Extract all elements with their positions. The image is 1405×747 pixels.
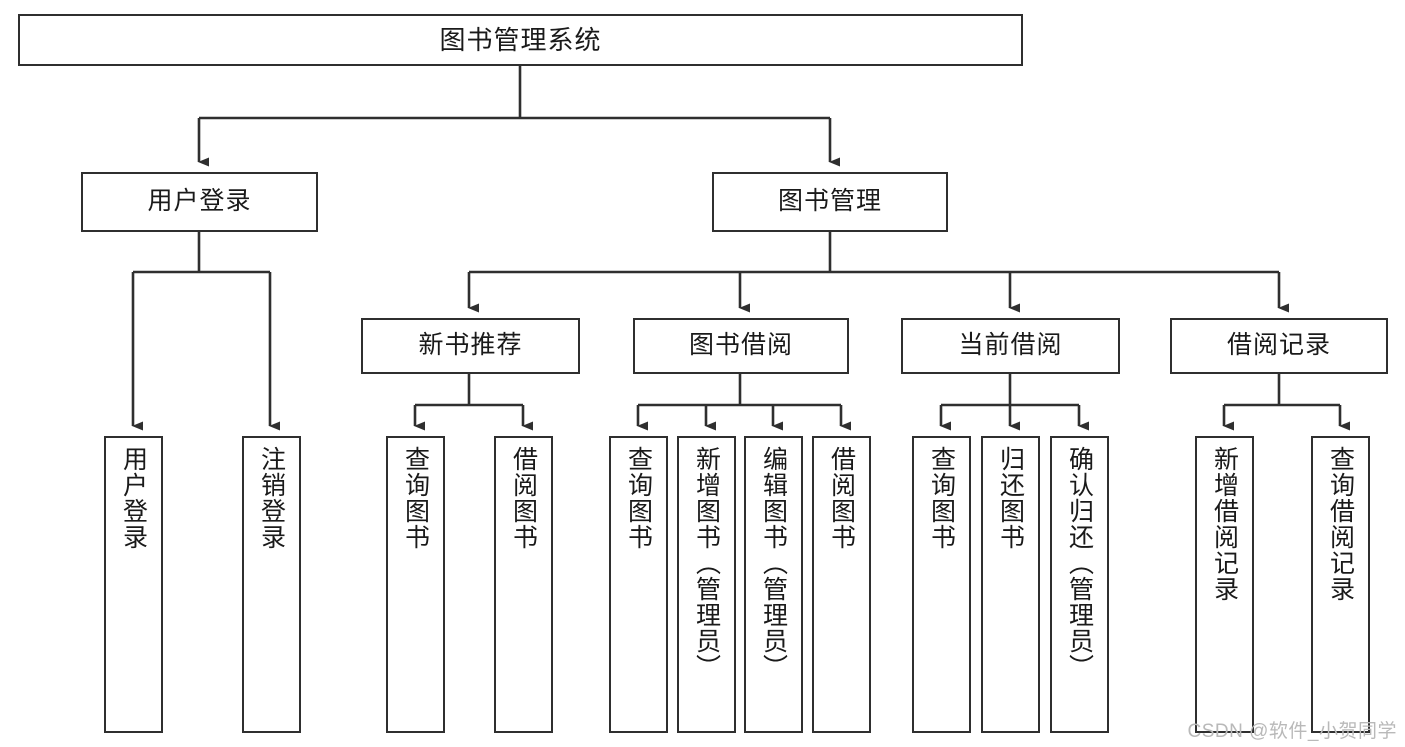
leaf-borrow-edit-book-label: 编辑图书（管理员） — [759, 446, 788, 680]
node-book-borrow[interactable]: 图书借阅 — [633, 318, 849, 374]
leaf-borrow-edit-book[interactable]: 编辑图书（管理员） — [744, 436, 803, 733]
node-user-login-label: 用户登录 — [147, 187, 252, 216]
leaf-newbook-query-book-label: 查询图书 — [401, 446, 430, 550]
leaf-record-query-record-label: 查询借阅记录 — [1326, 446, 1355, 602]
leaf-logout[interactable]: 注销登录 — [242, 436, 301, 733]
leaf-user-login[interactable]: 用户登录 — [104, 436, 163, 733]
leaf-newbook-query-book[interactable]: 查询图书 — [386, 436, 445, 733]
leaf-newbook-borrow-book[interactable]: 借阅图书 — [494, 436, 553, 733]
leaf-user-login-label: 用户登录 — [119, 446, 148, 550]
leaf-borrow-add-book[interactable]: 新增图书（管理员） — [677, 436, 736, 733]
leaf-borrow-query-book-label: 查询图书 — [624, 446, 653, 550]
leaf-current-return-book[interactable]: 归还图书 — [981, 436, 1040, 733]
leaf-current-query-book-label: 查询图书 — [927, 446, 956, 550]
leaf-record-add-record[interactable]: 新增借阅记录 — [1195, 436, 1254, 733]
node-book-management[interactable]: 图书管理 — [712, 172, 948, 232]
leaf-logout-label: 注销登录 — [257, 446, 286, 550]
node-borrow-record-label: 借阅记录 — [1226, 331, 1331, 360]
leaf-current-return-book-label: 归还图书 — [996, 446, 1025, 550]
leaf-borrow-borrow-book-label: 借阅图书 — [827, 446, 856, 550]
leaf-current-confirm-return[interactable]: 确认归还（管理员） — [1050, 436, 1109, 733]
leaf-borrow-query-book[interactable]: 查询图书 — [609, 436, 668, 733]
leaf-newbook-borrow-book-label: 借阅图书 — [509, 446, 538, 550]
node-book-borrow-label: 图书借阅 — [688, 331, 793, 360]
node-book-management-label: 图书管理 — [777, 187, 882, 216]
leaf-borrow-borrow-book[interactable]: 借阅图书 — [812, 436, 871, 733]
leaf-record-query-record[interactable]: 查询借阅记录 — [1311, 436, 1370, 733]
node-current-borrow[interactable]: 当前借阅 — [901, 318, 1120, 374]
node-new-book-recommend[interactable]: 新书推荐 — [361, 318, 580, 374]
node-current-borrow-label: 当前借阅 — [958, 331, 1063, 360]
node-root-label: 图书管理系统 — [439, 24, 602, 55]
leaf-borrow-add-book-label: 新增图书（管理员） — [692, 446, 721, 680]
node-user-login[interactable]: 用户登录 — [81, 172, 318, 232]
node-root[interactable]: 图书管理系统 — [18, 14, 1023, 66]
leaf-current-query-book[interactable]: 查询图书 — [912, 436, 971, 733]
node-borrow-record[interactable]: 借阅记录 — [1170, 318, 1388, 374]
node-new-book-recommend-label: 新书推荐 — [418, 331, 523, 360]
csdn-watermark: CSDN @软件_小贺同学 — [1187, 721, 1397, 742]
leaf-record-add-record-label: 新增借阅记录 — [1210, 446, 1239, 602]
leaf-current-confirm-return-label: 确认归还（管理员） — [1065, 446, 1094, 680]
